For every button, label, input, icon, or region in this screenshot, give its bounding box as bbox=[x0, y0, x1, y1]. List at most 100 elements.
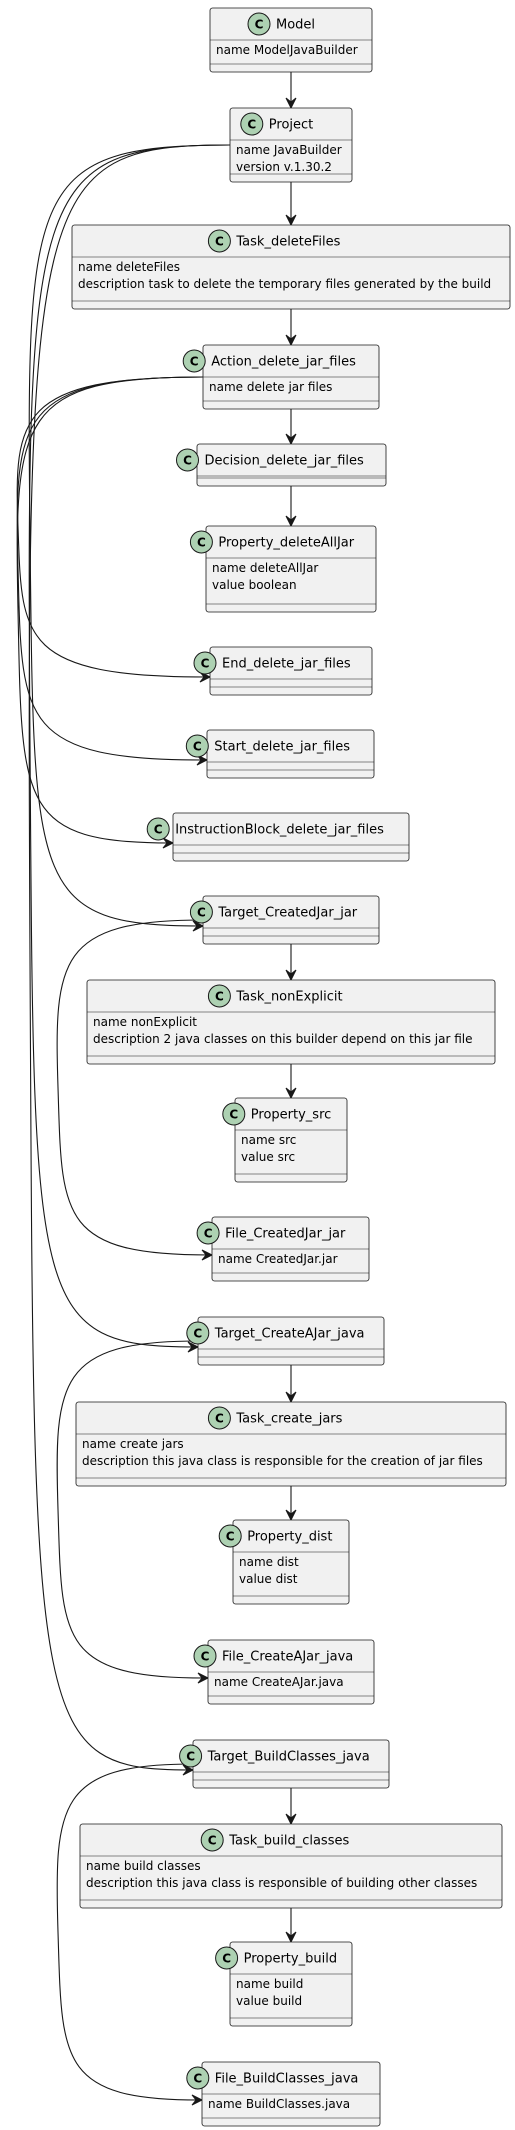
relation-arrowhead bbox=[285, 969, 297, 982]
relation-arrowhead bbox=[285, 1087, 297, 1100]
class-stereotype-icon bbox=[186, 2066, 210, 2090]
relation-project-to-target-createajar-java bbox=[28, 144, 231, 1353]
class-attribute: name nonExplicit bbox=[93, 1015, 197, 1029]
class-box-frame bbox=[205, 525, 377, 613]
relation-project-to-target-buildclasses-java bbox=[28, 144, 231, 1776]
relation-target-buildclasses-java-to-task-build-classes bbox=[285, 1788, 297, 1826]
class-stereotype-letter: C bbox=[193, 2072, 202, 2086]
relation-arrowhead bbox=[201, 1249, 214, 1261]
class-name: Property_build bbox=[244, 1952, 337, 1967]
class-stereotype-icon bbox=[207, 984, 231, 1008]
class-attribute: name ModelJavaBuilder bbox=[216, 43, 358, 57]
class-attribute: name src bbox=[241, 1133, 296, 1147]
class-attribute: name build bbox=[236, 1977, 303, 1991]
relation-target-createdjar-jar-to-task-nonexplicit bbox=[285, 944, 297, 982]
class-name: Property_dist bbox=[247, 1530, 332, 1545]
class-attribute: value dist bbox=[239, 1572, 298, 1586]
class-name: Property_deleteAllJar bbox=[218, 536, 354, 551]
class-attribute: description this java class is responsib… bbox=[86, 1876, 477, 1890]
class-name: Target_BuildClasses_java bbox=[207, 1750, 370, 1765]
class-box-instructionblock-delete-jar-files[interactable]: C InstructionBlock_delete_jar_files bbox=[146, 812, 410, 862]
class-attribute: name delete jar files bbox=[209, 380, 332, 394]
class-name: Decision_delete_jar_files bbox=[205, 454, 365, 469]
class-box-frame bbox=[71, 224, 511, 310]
class-attribute: name dist bbox=[239, 1555, 299, 1569]
relation-arrowhead bbox=[192, 920, 205, 932]
class-stereotype-letter: C bbox=[190, 355, 199, 369]
class-box-end-delete-jar-files[interactable]: C End_delete_jar_files bbox=[193, 646, 373, 696]
class-attribute: name deleteFiles bbox=[78, 260, 180, 274]
relation-arrowhead bbox=[285, 1813, 297, 1826]
relation-arrowhead bbox=[285, 1391, 297, 1404]
relation-task-nonexplicit-to-property-src bbox=[285, 1064, 297, 1100]
class-stereotype-letter: C bbox=[197, 906, 206, 920]
class-name: File_CreateAJar_java bbox=[222, 1650, 353, 1665]
class-name: Task_nonExplicit bbox=[235, 990, 342, 1005]
class-stereotype-letter: C bbox=[215, 235, 224, 249]
class-stereotype-icon bbox=[176, 448, 199, 472]
relation-task-build-classes-to-property-build bbox=[285, 1908, 297, 1944]
class-name: Task_deleteFiles bbox=[235, 235, 340, 250]
class-stereotype-icon bbox=[185, 734, 209, 758]
class-stereotype-letter: C bbox=[154, 823, 163, 837]
class-stereotype-letter: C bbox=[247, 118, 256, 132]
relation-target-createajar-java-to-task-create-jars bbox=[285, 1365, 297, 1404]
class-stereotype-icon bbox=[215, 1946, 239, 1970]
relation-arrowhead bbox=[162, 837, 175, 849]
class-name: Action_delete_jar_files bbox=[211, 355, 356, 370]
class-stereotype-letter: C bbox=[208, 1834, 217, 1848]
class-attribute: name CreatedJar.jar bbox=[218, 1252, 338, 1266]
class-stereotype-letter: C bbox=[222, 1952, 231, 1966]
class-name: End_delete_jar_files bbox=[222, 657, 351, 672]
class-attribute: description 2 java classes on this build… bbox=[93, 1032, 473, 1046]
class-attribute: value build bbox=[236, 1994, 302, 2008]
class-stereotype-icon bbox=[146, 817, 170, 841]
relation-action-delete-jar-files-to-end-delete-jar-files bbox=[16, 376, 212, 683]
relation-target-createdjar-jar-to-file-createdjar-jar bbox=[56, 919, 214, 1261]
relation-arrowhead bbox=[197, 1672, 210, 1684]
class-stereotype-letter: C bbox=[255, 18, 264, 32]
class-attribute: name deleteAllJar bbox=[212, 561, 318, 575]
class-stereotype-icon bbox=[189, 900, 213, 924]
class-box-frame bbox=[206, 729, 375, 779]
class-stereotype-icon bbox=[207, 1406, 231, 1430]
class-box-frame bbox=[86, 979, 496, 1065]
class-name: Target_CreateAJar_java bbox=[214, 1327, 365, 1342]
class-name: Property_src bbox=[251, 1108, 331, 1123]
relation-arrowhead bbox=[285, 515, 297, 528]
class-attribute: description this java class is responsib… bbox=[82, 1454, 483, 1468]
relation-arrowhead bbox=[285, 1509, 297, 1522]
class-name: InstructionBlock_delete_jar_files bbox=[175, 823, 384, 838]
class-attribute: name JavaBuilder bbox=[236, 143, 342, 157]
relation-action-delete-jar-files-to-start-delete-jar-files bbox=[16, 376, 209, 766]
class-stereotype-letter: C bbox=[215, 1412, 224, 1426]
relation-project-to-task-deletefiles bbox=[285, 182, 297, 227]
class-stereotype-icon bbox=[207, 229, 231, 253]
relation-target-createajar-java-to-file-createajar-java bbox=[56, 1340, 210, 1684]
relation-task-create-jars-to-property-dist bbox=[285, 1486, 297, 1522]
class-stereotype-letter: C bbox=[201, 657, 210, 671]
relations-layer bbox=[16, 72, 297, 2106]
class-attribute: name create jars bbox=[82, 1437, 184, 1451]
